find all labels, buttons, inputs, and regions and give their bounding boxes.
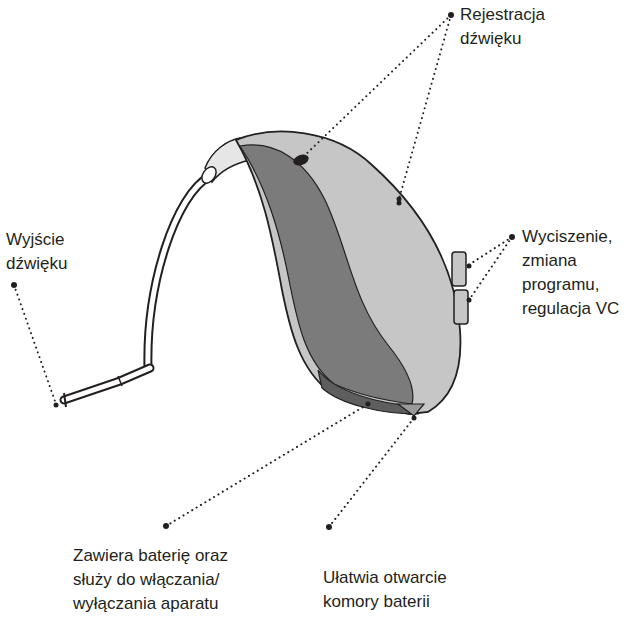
tube-tip bbox=[64, 368, 150, 400]
side-panel bbox=[240, 145, 413, 404]
leader-lines bbox=[14, 15, 512, 527]
leader-dot bbox=[366, 402, 371, 407]
button-lower bbox=[454, 290, 468, 324]
leader-line bbox=[303, 15, 451, 157]
door-tab bbox=[398, 404, 424, 416]
part-label: Wyciszenie, zmiana programu, regulacja V… bbox=[522, 225, 640, 321]
microphone-top bbox=[292, 153, 310, 168]
leader-dot bbox=[467, 298, 472, 303]
leader-line bbox=[469, 237, 512, 300]
part-label: Zawiera baterię oraz służy do włączania/… bbox=[73, 544, 263, 616]
tube-tip-outline bbox=[64, 368, 150, 400]
leader-dot bbox=[54, 403, 59, 408]
leader-line bbox=[166, 404, 368, 526]
hook-tip bbox=[199, 164, 219, 186]
tip-end bbox=[64, 393, 66, 407]
leader-dot bbox=[326, 524, 332, 530]
part-label: Rejestracja dźwięku bbox=[460, 3, 570, 51]
leader-line bbox=[329, 418, 414, 527]
sound-tube bbox=[148, 176, 210, 368]
leader-line bbox=[467, 237, 512, 266]
leader-dot bbox=[509, 234, 515, 240]
part-label: Ułatwia otwarcie komory baterii bbox=[323, 566, 495, 614]
leader-dot bbox=[163, 523, 169, 529]
sound-tube-outline bbox=[148, 176, 210, 368]
button-upper bbox=[452, 252, 466, 286]
housing bbox=[236, 132, 460, 414]
leader-dot bbox=[11, 282, 17, 288]
leader-dot bbox=[448, 12, 454, 18]
leader-dots bbox=[11, 12, 515, 530]
part-label: Wyjście dźwięku bbox=[6, 228, 106, 276]
leader-line bbox=[14, 285, 56, 404]
leader-dot bbox=[397, 197, 402, 202]
tip-ring bbox=[118, 376, 122, 386]
leader-dot bbox=[412, 416, 417, 421]
leader-dot bbox=[467, 264, 472, 269]
leader-line bbox=[399, 15, 451, 199]
